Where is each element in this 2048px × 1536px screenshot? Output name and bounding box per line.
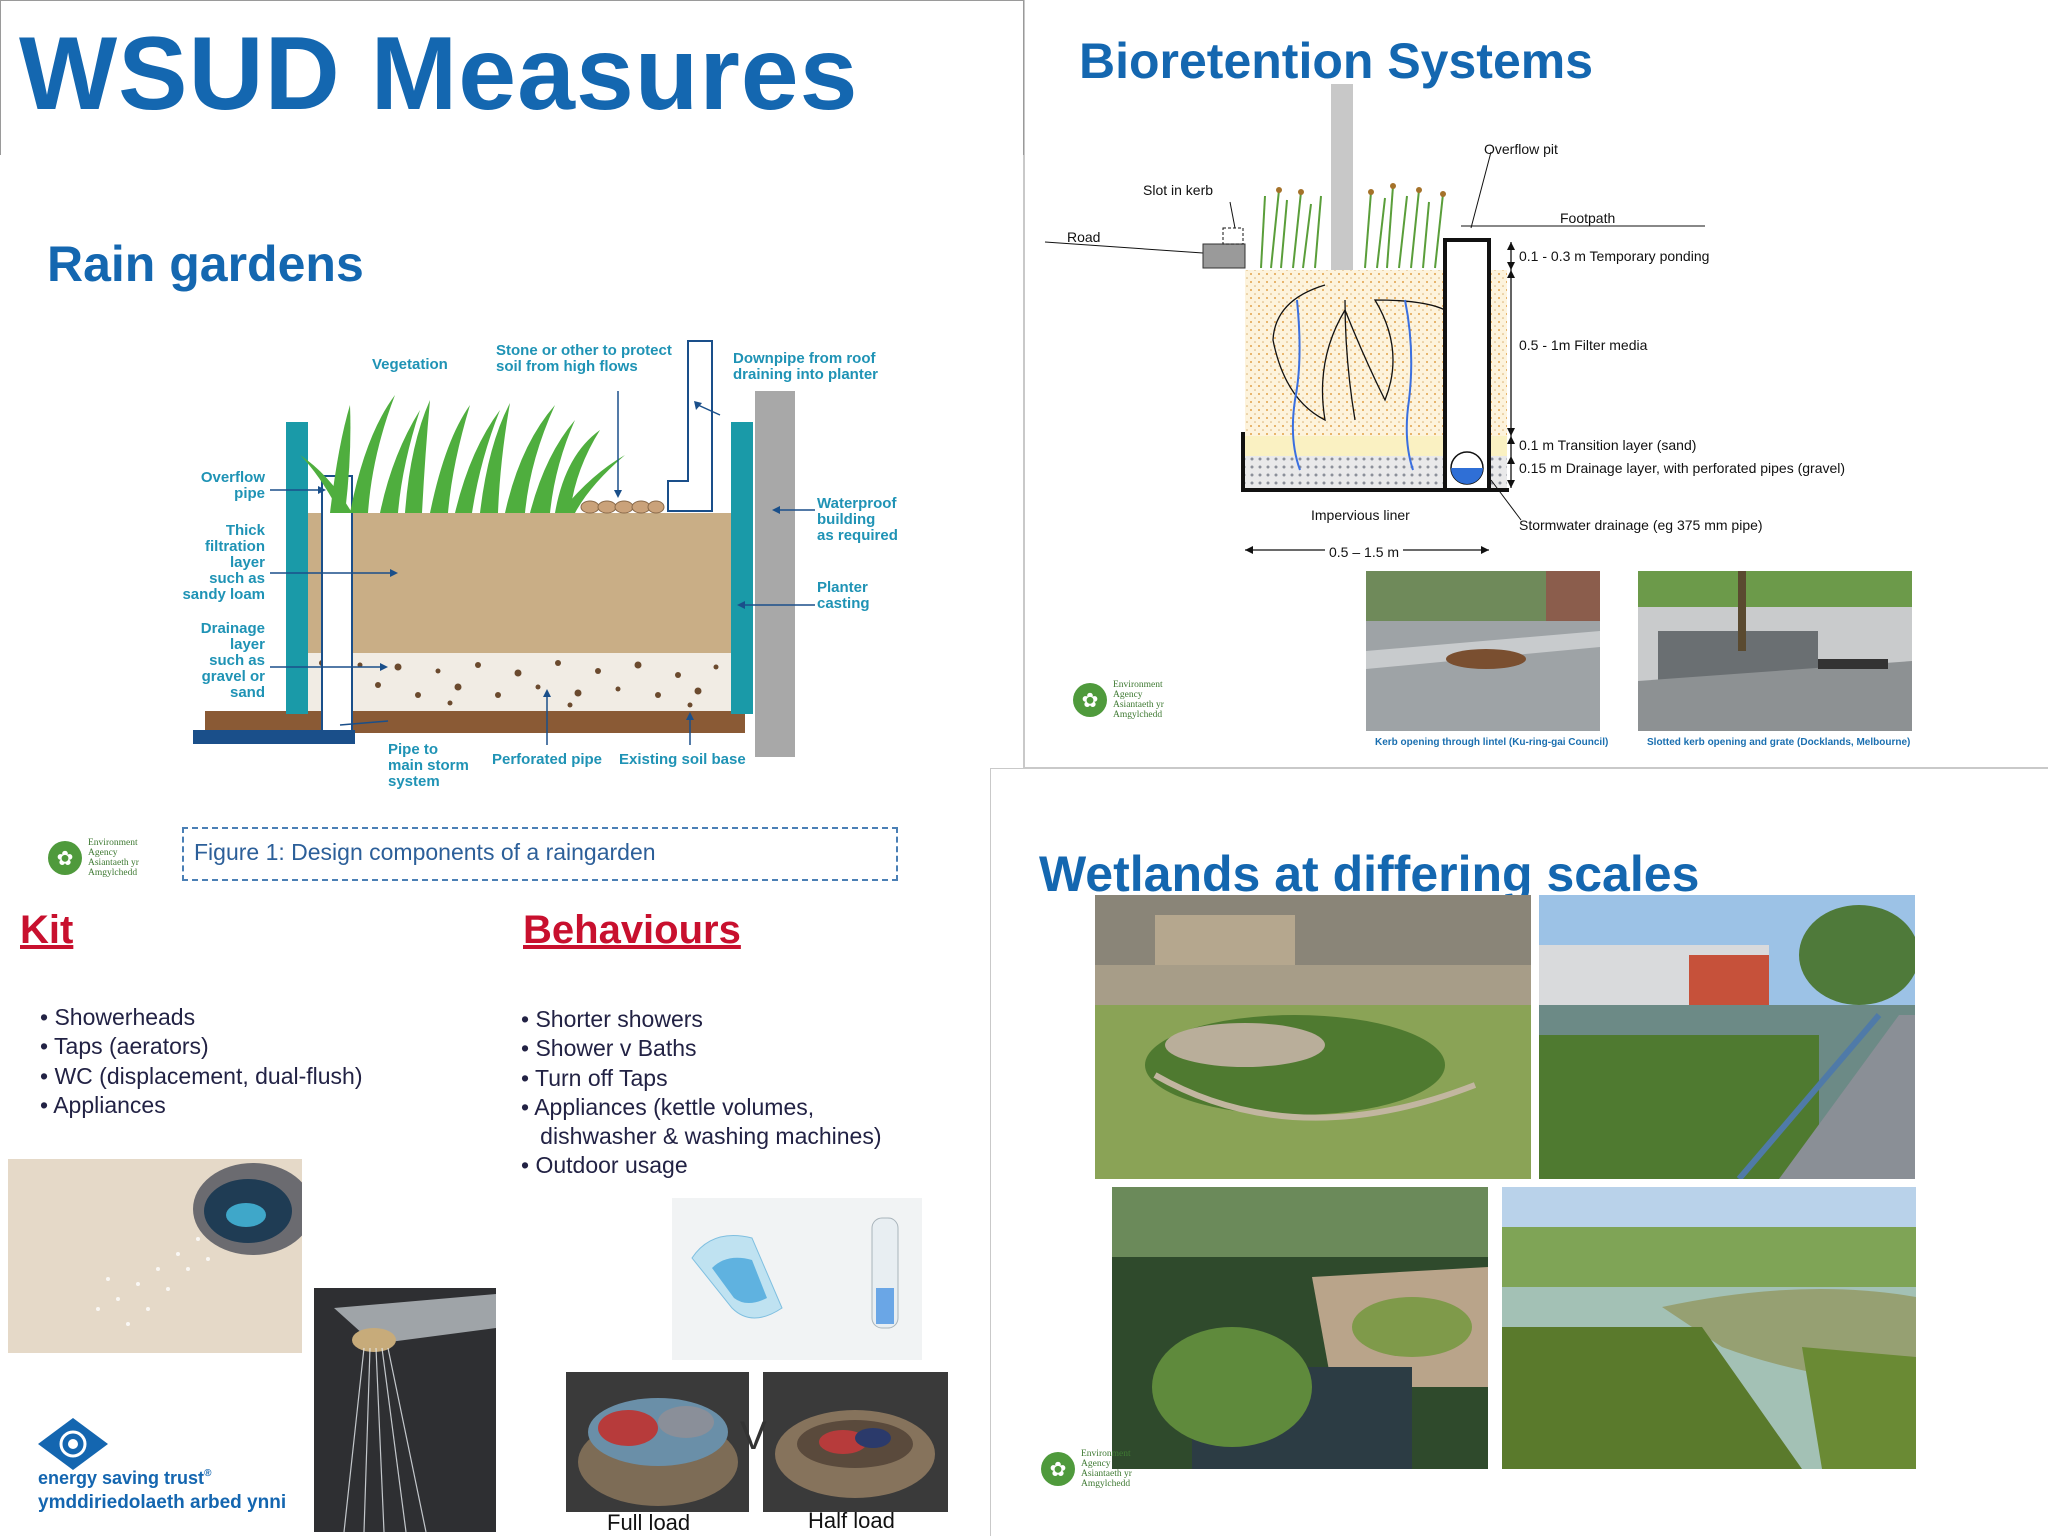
tree-icon: ✿: [48, 841, 82, 875]
label-soil-base: Existing soil base: [619, 751, 746, 768]
tree-icon: ✿: [1073, 683, 1107, 717]
label-planter-casting: Planter casting: [817, 579, 870, 612]
label-transition: 0.1 m Transition layer (sand): [1519, 437, 1697, 453]
list-item: Showerheads: [40, 1003, 363, 1032]
environment-agency-logo: ✿ Environment Agency Asiantaeth yr Amgyl…: [1041, 1449, 1132, 1489]
label-drainage-layer: 0.15 m Drainage layer, with perforated p…: [1519, 460, 1846, 476]
shower-timer-photo: [672, 1198, 922, 1360]
full-load-basket-photo: [566, 1372, 749, 1512]
label-ponding: 0.1 - 0.3 m Temporary ponding: [1519, 248, 1710, 264]
energy-saving-trust-icon: [38, 1418, 108, 1470]
environment-agency-logo: ✿ Environment Agency Asiantaeth yr Amgyl…: [1073, 680, 1164, 720]
kit-behaviours-panel: Kit Showerheads Taps (aerators) WC (disp…: [0, 900, 990, 1536]
bioretention-diagram: [1044, 84, 1705, 554]
tree-icon: ✿: [1041, 1452, 1075, 1486]
half-load-basket-photo: [763, 1372, 948, 1512]
rain-gardens-panel: Rain gardens: [0, 155, 1024, 900]
energy-saving-trust-logo: energy saving trust® ymddiriedolaeth arb…: [38, 1418, 286, 1513]
rain-gardens-title: Rain gardens: [47, 236, 364, 292]
tap-aerator-photo: [314, 1288, 496, 1532]
list-item: Shorter showers: [521, 1005, 882, 1034]
list-item: WC (displacement, dual-flush): [40, 1062, 362, 1091]
list-item: Turn off Taps: [521, 1064, 882, 1093]
behaviours-list: Shorter showers Shower v Baths Turn off …: [521, 1005, 882, 1181]
bioretention-panel: Bioretention Systems: [1024, 0, 2048, 768]
environment-agency-logo: ✿ Environment Agency Asiantaeth yr Amgyl…: [48, 838, 139, 878]
full-load-label: Full load: [607, 1510, 691, 1535]
bioretention-title: Bioretention Systems: [1079, 33, 1594, 89]
list-item: Outdoor usage: [521, 1151, 882, 1180]
label-vegetation: Vegetation: [372, 356, 448, 373]
versus-label: V: [740, 1414, 767, 1458]
label-overflow-pipe: Overflow pipe: [200, 469, 265, 502]
main-title-box: WSUD Measures: [0, 0, 1024, 156]
label-slot-kerb: Slot in kerb: [1143, 182, 1214, 198]
wetland-photo-pond: [1502, 1187, 1916, 1469]
kerb-opening-photo: [1366, 571, 1600, 731]
list-item: Appliances: [40, 1091, 363, 1120]
label-drainage-layer: Drainage layer such as gravel or sand: [200, 620, 265, 701]
wetland-photo-creek: [1112, 1187, 1488, 1469]
est-reg: ®: [204, 1468, 212, 1479]
wetlands-title: Wetlands at differing scales: [1039, 846, 1700, 902]
label-width: 0.5 – 1.5 m: [1325, 544, 1404, 560]
raingarden-diagram: [193, 340, 815, 757]
wetland-photo-urban: [1095, 895, 1531, 1179]
slotted-kerb-photo: [1638, 571, 1912, 731]
label-overflow-pit: Overflow pit: [1484, 141, 1558, 157]
kit-list: Showerheads Taps (aerators) WC (displace…: [40, 1003, 363, 1120]
photo-caption-2: Slotted kerb opening and grate (Dockland…: [1647, 737, 1911, 748]
photo-caption-1: Kerb opening through lintel (Ku-ring-gai…: [1375, 737, 1609, 748]
list-item: Taps (aerators): [40, 1032, 363, 1061]
est-welsh: ymddiriedolaeth arbed ynni: [38, 1492, 287, 1513]
list-item: Appliances (kettle volumes,: [521, 1093, 882, 1122]
figure-caption: Figure 1: Design components of a raingar…: [182, 827, 898, 881]
label-perforated-pipe: Perforated pipe: [492, 751, 603, 768]
kit-heading: Kit: [20, 908, 74, 952]
label-filter-media: 0.5 - 1m Filter media: [1519, 337, 1648, 353]
label-impervious-liner: Impervious liner: [1311, 507, 1410, 523]
list-item-continuation: dishwasher & washing machines): [540, 1123, 882, 1150]
label-pipe-storm: Pipe to main storm system: [388, 741, 469, 790]
label-road: Road: [1067, 229, 1101, 245]
label-stormwater: Stormwater drainage (eg 375 mm pipe): [1519, 517, 1763, 533]
wetlands-panel: Wetlands at differing scales: [990, 768, 2048, 1536]
behaviours-heading: Behaviours: [523, 908, 741, 952]
label-stone: Stone or other to protect soil from high…: [496, 342, 672, 375]
half-load-label: Half load: [808, 1508, 895, 1533]
main-title: WSUD Measures: [19, 16, 859, 132]
label-filtration-layer: Thick filtration layer such as sandy loa…: [182, 522, 265, 603]
label-footpath: Footpath: [1560, 210, 1616, 226]
est-name: energy saving trust: [38, 1468, 205, 1488]
label-waterproof: Waterproof building as required: [817, 495, 898, 544]
label-downpipe: Downpipe from roof draining into planter: [733, 350, 878, 383]
showerhead-photo: [8, 1159, 302, 1353]
wetland-photo-building: [1539, 895, 1915, 1179]
list-item: Shower v Baths: [521, 1034, 882, 1063]
